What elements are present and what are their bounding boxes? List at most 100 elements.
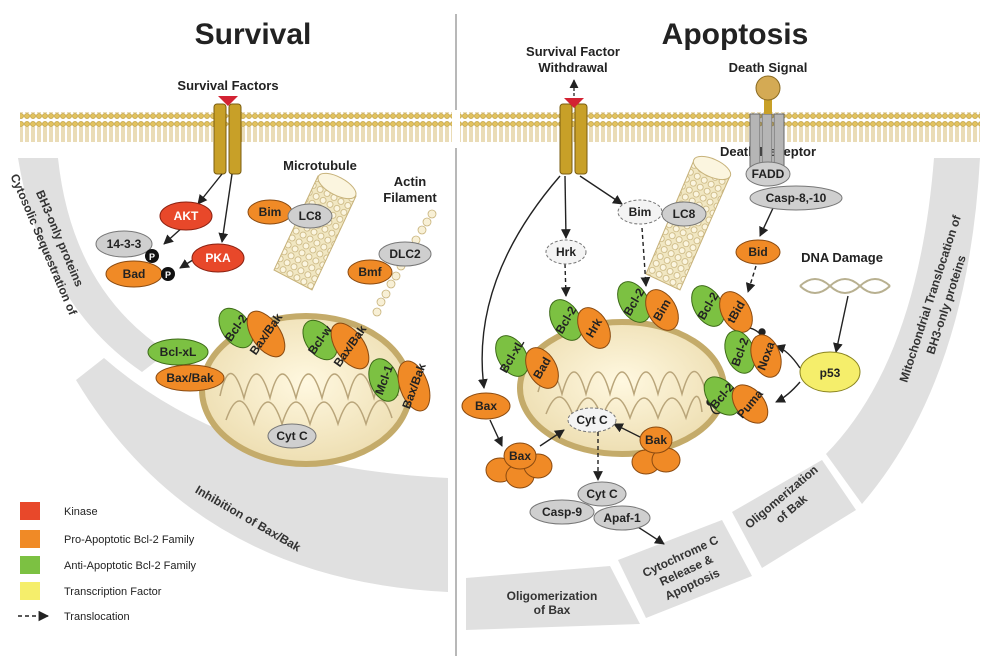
dna-helix-icon — [799, 278, 891, 294]
svg-text:Apaf-1: Apaf-1 — [603, 511, 641, 525]
node-bim-left: Bim — [247, 199, 293, 225]
legend-item-anti-apoptotic: Anti-Apoptotic Bcl-2 Family — [20, 556, 197, 574]
node-bcl2-bim: Bcl-2 — [617, 281, 651, 323]
node-bcl2-left: Bcl-2 — [218, 307, 254, 349]
node-noxa: Noxa — [750, 334, 782, 378]
node-bcl2-tbid: Bcl-2 — [691, 285, 725, 327]
svg-text:Pro-Apoptotic Bcl-2 Family: Pro-Apoptotic Bcl-2 Family — [64, 534, 195, 546]
membrane-right — [460, 112, 980, 142]
label-survival-factors: Survival Factors — [177, 78, 278, 93]
node-baxbak-3: Bax/Bak — [155, 364, 225, 392]
svg-text:LC8: LC8 — [673, 207, 696, 221]
svg-text:LC8: LC8 — [299, 209, 322, 223]
node-lc8-left: LC8 — [287, 203, 333, 229]
band-label-olig-bax: Oligomerization of Bax — [507, 589, 598, 617]
node-apaf1: Apaf-1 — [593, 505, 651, 531]
svg-text:Bad: Bad — [123, 267, 146, 281]
svg-text:Bax: Bax — [509, 449, 531, 463]
node-hrk-mito: Hrk — [577, 307, 611, 349]
svg-text:Kinase: Kinase — [64, 506, 98, 518]
node-bax-single: Bax — [461, 392, 511, 420]
title-apoptosis: Apoptosis — [662, 18, 809, 51]
node-bmf: Bmf — [347, 259, 393, 285]
node-cytc-mito: Cyt C — [567, 407, 617, 433]
legend-item-kinase: Kinase — [20, 502, 98, 520]
svg-text:Bmf: Bmf — [358, 265, 382, 279]
title-survival: Survival — [195, 18, 312, 51]
survival-receptor-right — [559, 79, 588, 175]
node-p53: p53 — [799, 351, 861, 393]
svg-text:Hrk: Hrk — [556, 245, 576, 259]
svg-text:Transcription Factor: Transcription Factor — [64, 586, 162, 598]
svg-text:Bax/Bak: Bax/Bak — [166, 371, 214, 385]
microtubule-left — [273, 172, 357, 291]
legend-item-transcription-factor: Transcription Factor — [20, 582, 162, 600]
svg-text:P: P — [165, 270, 171, 280]
node-bak-oligomer: Bak — [631, 426, 681, 475]
band-arcs — [18, 158, 980, 630]
svg-text:Translocation: Translocation — [64, 611, 130, 623]
node-bclxl-left: Bcl-xL — [147, 338, 209, 366]
node-bad-right: Bad — [525, 347, 559, 389]
svg-text:Cyt C: Cyt C — [576, 413, 608, 427]
death-receptor — [749, 75, 785, 171]
node-baxbak-1: Bax/Bak — [247, 310, 286, 357]
svg-text:Oligomerization: Oligomerization — [507, 589, 598, 603]
svg-text:P: P — [149, 252, 155, 262]
svg-text:Casp-8,-10: Casp-8,-10 — [766, 191, 827, 205]
node-tbid: tBid — [719, 291, 753, 333]
node-bclxl-right: Bcl-xL — [495, 335, 529, 377]
svg-text:Cyt C: Cyt C — [276, 429, 308, 443]
node-bim-cyto: Bim — [617, 199, 663, 225]
node-bid: Bid — [735, 239, 781, 265]
phospho-badge-1: P — [145, 249, 159, 263]
svg-text:Anti-Apoptotic Bcl-2 Family: Anti-Apoptotic Bcl-2 Family — [64, 560, 197, 572]
node-puma: Puma — [731, 384, 769, 424]
label-sfw-1: Survival Factor — [526, 44, 620, 59]
node-baxbak-2: Bax/Bak — [331, 322, 370, 369]
svg-text:AKT: AKT — [174, 209, 199, 223]
node-bcl2-puma: Bcl-2 — [703, 376, 741, 416]
node-casp9: Casp-9 — [529, 499, 595, 525]
svg-text:Bim: Bim — [629, 205, 652, 219]
svg-text:Bid: Bid — [748, 245, 767, 259]
node-bim-mito: Bim — [645, 289, 679, 331]
svg-text:DLC2: DLC2 — [389, 247, 421, 261]
node-fadd: FADD — [745, 161, 791, 187]
node-bad-left: Bad — [105, 260, 163, 288]
phospho-badge-2: P — [161, 267, 175, 281]
svg-text:Cyt C: Cyt C — [586, 487, 618, 501]
label-death-signal: Death Signal — [729, 60, 808, 75]
node-dlc2: DLC2 — [378, 241, 432, 267]
node-bcl2-noxa: Bcl-2 — [724, 330, 756, 374]
svg-text:of Bax: of Bax — [534, 603, 571, 617]
legend: Kinase Pro-Apoptotic Bcl-2 Family Anti-A… — [18, 502, 197, 623]
node-hrk-cyto: Hrk — [545, 239, 587, 265]
svg-text:Casp-9: Casp-9 — [542, 505, 582, 519]
ligand-triangle-icon — [564, 98, 584, 108]
node-mcl1: Mcl-1 — [368, 358, 400, 402]
node-lc8-right: LC8 — [661, 201, 707, 227]
svg-text:PKA: PKA — [205, 251, 231, 265]
label-dna-damage: DNA Damage — [801, 250, 883, 265]
node-cytc-left: Cyt C — [267, 423, 317, 449]
node-bcl2-hrk: Bcl-2 — [549, 299, 583, 341]
node-bax-oligomer: Bax — [485, 442, 553, 489]
svg-text:Bak: Bak — [645, 433, 667, 447]
svg-text:FADD: FADD — [752, 167, 785, 181]
node-casp810: Casp-8,-10 — [749, 185, 843, 211]
node-pka: PKA — [191, 243, 245, 273]
label-microtubule: Microtubule — [283, 158, 357, 173]
legend-item-translocation: Translocation — [18, 610, 130, 623]
node-cytc-apoptosome: Cyt C — [577, 481, 627, 507]
svg-text:Bcl-xL: Bcl-xL — [160, 345, 197, 359]
svg-text:Bim: Bim — [259, 205, 282, 219]
node-14-3-3: 14-3-3 — [95, 230, 153, 258]
node-baxbak-4: Bax/Bak — [397, 360, 431, 412]
survival-receptor-left — [213, 96, 242, 175]
svg-text:p53: p53 — [820, 366, 841, 380]
svg-text:Bax: Bax — [475, 399, 497, 413]
node-akt: AKT — [159, 201, 213, 231]
legend-item-pro-apoptotic: Pro-Apoptotic Bcl-2 Family — [20, 530, 195, 548]
